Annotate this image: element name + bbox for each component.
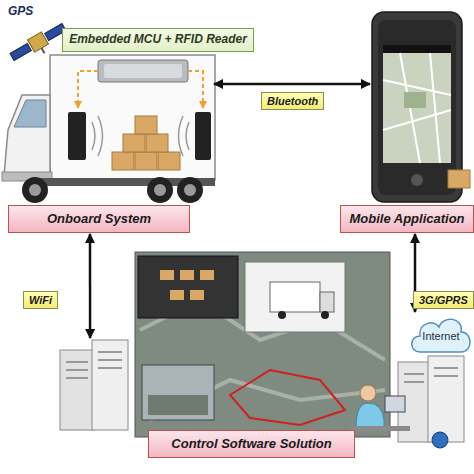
- rfid-reader-face: [104, 64, 182, 78]
- truck-wheel: [22, 177, 48, 203]
- phone-button: [411, 174, 423, 186]
- phone-screen: [383, 45, 451, 163]
- server-slots: [404, 368, 458, 382]
- cloud-label: Internet: [408, 312, 474, 356]
- dark-panel: [138, 256, 238, 318]
- user-monitor: [385, 396, 405, 412]
- link-arrow: [214, 83, 370, 86]
- panel-box-icon: [160, 270, 174, 280]
- callout-label: Embedded MCU + RFID Reader: [62, 28, 254, 52]
- panel-box-icon: [190, 290, 204, 300]
- panel-truck-wheel: [278, 311, 286, 319]
- rfid-reader: [98, 60, 188, 82]
- truck-wheel: [147, 177, 173, 203]
- truck-cargo-box: [50, 55, 215, 180]
- panel-box-icon: [180, 270, 194, 280]
- rfid-antenna: [195, 112, 211, 160]
- desk: [350, 426, 410, 431]
- software-screenshot: [135, 252, 390, 437]
- panel-box-icon: [170, 290, 184, 300]
- map-streets: [383, 53, 451, 163]
- rfid-antenna: [68, 112, 86, 160]
- globe-icon: [432, 432, 448, 448]
- callout-box: Embedded MCU + RFID Reader: [62, 28, 254, 52]
- cloud-node: Internet: [408, 312, 474, 356]
- system-node: Mobile Application: [370, 10, 474, 234]
- user-body: [356, 403, 384, 428]
- map-block: [404, 92, 426, 108]
- system-node: Control Software Solution: [55, 338, 380, 460]
- route-line: [230, 370, 345, 425]
- server-slots: [66, 352, 122, 378]
- radio-wave: [92, 116, 103, 156]
- panel-truck-wheel: [321, 311, 329, 319]
- wheel-hub: [154, 184, 166, 196]
- system-label: Onboard System: [8, 205, 190, 233]
- cardboard-box: [123, 134, 145, 152]
- vehicle-panel: [245, 262, 345, 332]
- photo-ground: [148, 395, 208, 415]
- wheel-hub: [29, 184, 41, 196]
- cardboard-box: [135, 116, 157, 134]
- solar-panel: [10, 44, 31, 61]
- link-label: Bluetooth: [261, 92, 324, 110]
- cardboard-boxes: [112, 116, 180, 170]
- radio-wave: [179, 116, 190, 156]
- cardboard-box: [448, 170, 470, 188]
- status-bar: [383, 45, 451, 53]
- system-label: Control Software Solution: [148, 430, 355, 458]
- cardboard-box: [146, 134, 168, 152]
- user-head: [360, 385, 376, 401]
- link-arrow: [89, 234, 92, 338]
- gps-label: GPS: [8, 4, 33, 18]
- panel-truck-cab: [320, 292, 334, 312]
- link-label: 3G/GPRS: [413, 291, 474, 309]
- dashed-link: [188, 71, 203, 108]
- cardboard-box: [135, 152, 157, 170]
- cardboard-box: [158, 152, 180, 170]
- satellite-body: [28, 32, 49, 52]
- panel-box-icon: [200, 270, 214, 280]
- phone-bezel: [378, 20, 456, 195]
- truck-cab: [4, 95, 50, 176]
- panel-truck-body: [270, 282, 320, 312]
- system-label: Mobile Application: [340, 205, 474, 233]
- dashed-link: [78, 71, 98, 108]
- server-tower: [92, 340, 128, 430]
- wheel-hub: [184, 184, 196, 196]
- cardboard-box: [112, 152, 134, 170]
- truck-wheel: [177, 177, 203, 203]
- system-node: Onboard System: [2, 56, 214, 234]
- satellite-antenna: [42, 48, 45, 53]
- photo-panel: [142, 365, 214, 420]
- link-label: WiFi: [23, 291, 58, 309]
- truck-window: [14, 100, 46, 127]
